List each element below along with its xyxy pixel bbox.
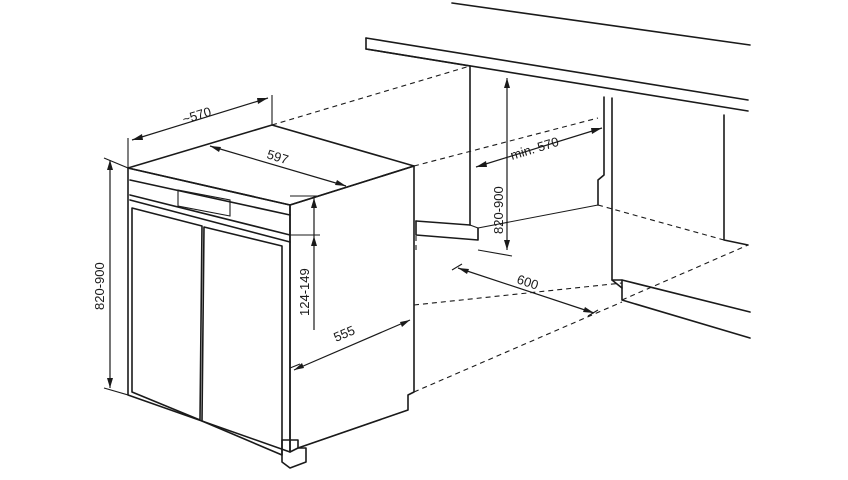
plinth	[281, 439, 307, 469]
dishwasher-body	[127, 124, 415, 469]
countertop	[365, 2, 751, 112]
label-niche-width: 600	[515, 272, 540, 293]
label-plinth-range: 124-149	[297, 268, 312, 316]
dim-width: 597	[209, 145, 347, 187]
projection-lines	[271, 65, 749, 393]
niche-right-cabinet	[611, 97, 751, 339]
niche-back-wall	[477, 96, 605, 229]
door-panel-right	[201, 226, 283, 456]
label-depth-approx: ~570	[180, 104, 212, 127]
niche-left-cabinet	[415, 65, 479, 241]
label-niche-min-depth: min. 570	[508, 134, 560, 163]
dim-height-left: 820-900	[92, 157, 129, 396]
label-width: 597	[265, 147, 290, 168]
dim-inner-depth: 555	[293, 319, 411, 371]
label-inner-depth: 555	[331, 322, 357, 344]
door-panel-left	[131, 207, 203, 421]
dim-plinth-range: 124-149	[290, 195, 320, 330]
dim-niche-height: 820-900	[477, 78, 513, 257]
dim-niche-width: 600	[451, 263, 599, 317]
label-height-left: 820-900	[92, 262, 107, 310]
label-niche-height: 820-900	[491, 186, 506, 234]
display-panel	[177, 189, 231, 217]
